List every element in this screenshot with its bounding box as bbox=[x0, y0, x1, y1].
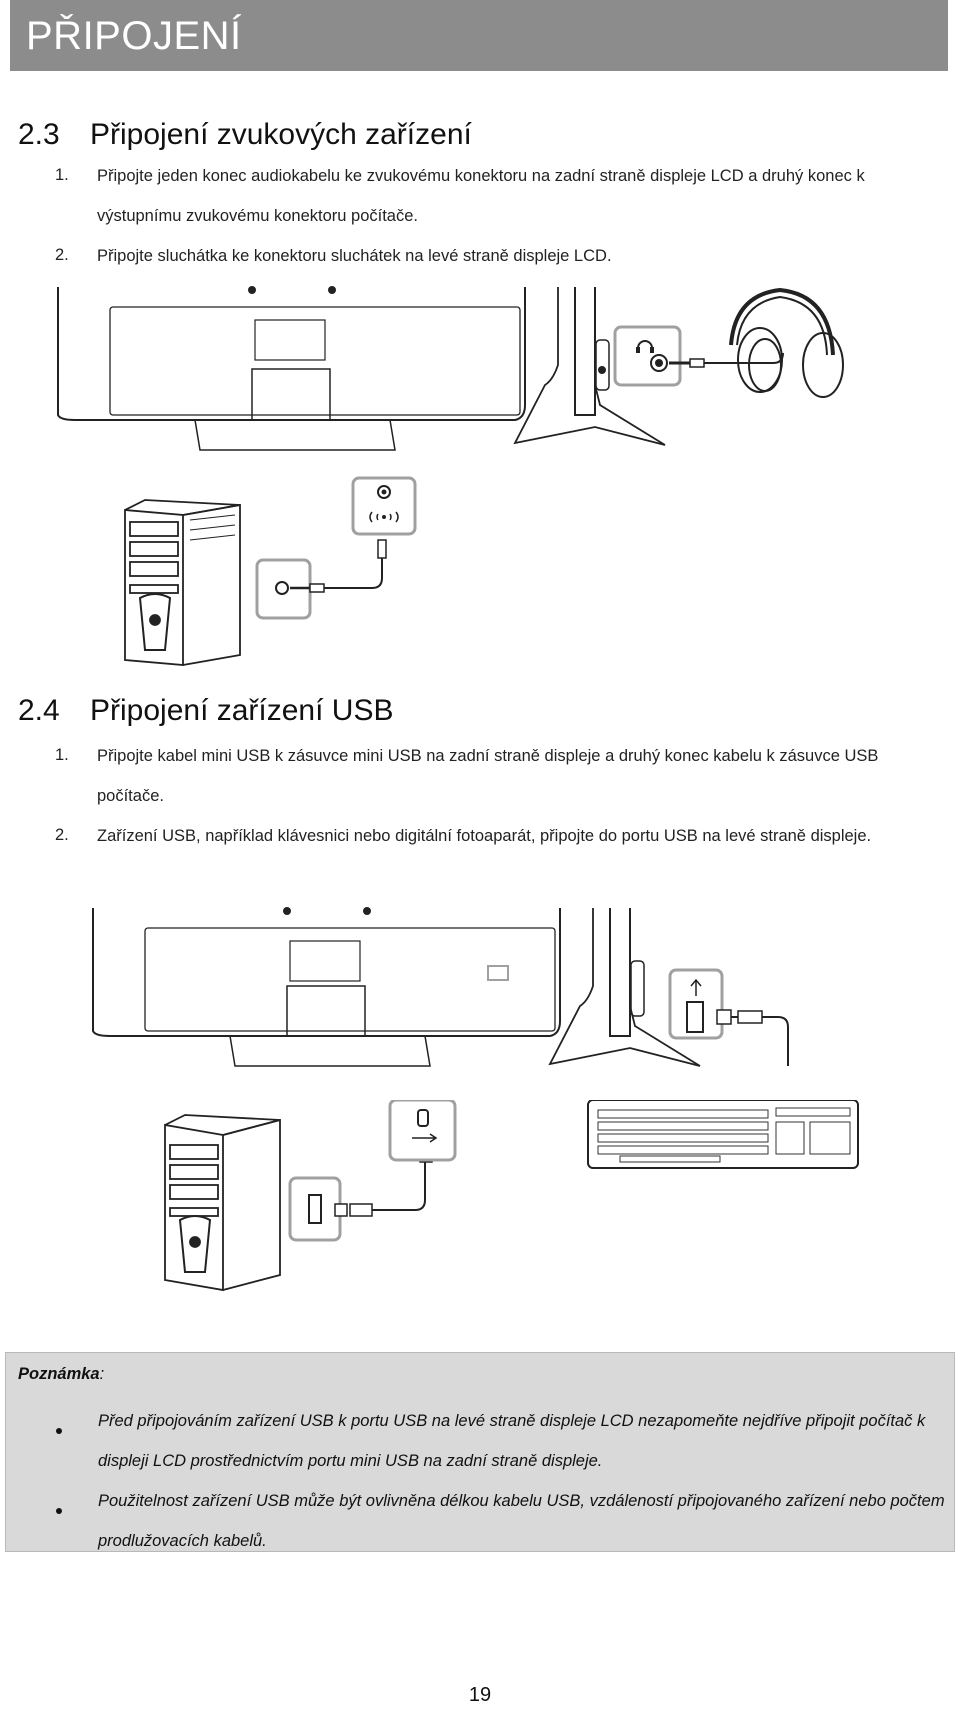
bullet-icon bbox=[56, 1428, 62, 1434]
note-box: Poznámka: Před připojováním zařízení USB… bbox=[5, 1352, 955, 1552]
pc-tower-illustration-2 bbox=[164, 1114, 281, 1292]
note-title: Poznámka: bbox=[18, 1365, 105, 1383]
mini-usb-port-callout bbox=[388, 1100, 457, 1162]
headphones-illustration bbox=[729, 287, 844, 398]
page-header: PŘIPOJENÍ bbox=[10, 0, 948, 71]
usb-icon bbox=[690, 978, 702, 996]
usb-port-callout bbox=[668, 968, 724, 1040]
monitor-audio-port-callout bbox=[351, 476, 417, 536]
audio-out-icon bbox=[369, 511, 399, 523]
pc-usb-port-callout bbox=[288, 1176, 342, 1242]
page-title: PŘIPOJENÍ bbox=[26, 14, 242, 58]
usb-connection-figure-pc bbox=[164, 1100, 859, 1292]
usb-connection-figure-top bbox=[92, 907, 789, 1067]
pc-tower-illustration bbox=[124, 499, 241, 666]
mini-usb-icon bbox=[412, 1109, 438, 1143]
page-number: 19 bbox=[468, 1684, 492, 1706]
headphone-port-callout bbox=[613, 325, 682, 387]
audio-connection-figure-top bbox=[57, 286, 844, 451]
keyboard-illustration bbox=[587, 1100, 859, 1169]
bullet-icon bbox=[56, 1508, 62, 1514]
audio-connection-figure-pc bbox=[124, 476, 417, 666]
headphone-icon bbox=[636, 340, 654, 353]
